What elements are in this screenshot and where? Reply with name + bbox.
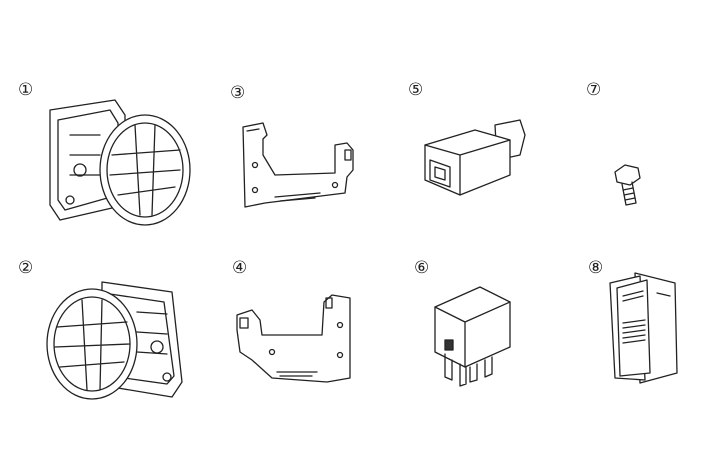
part-label-1: ① — [18, 80, 34, 100]
bracket-left-illustration — [236, 294, 351, 383]
bracket-right-illustration — [242, 122, 354, 208]
fog-lamp-left-illustration — [46, 281, 183, 400]
part-label-4: ④ — [232, 258, 248, 278]
part-label-8: ⑧ — [588, 258, 604, 278]
part-label-2: ② — [18, 258, 34, 278]
part-label-6: ⑥ — [414, 258, 430, 278]
part-label-3: ③ — [230, 83, 246, 103]
part-label-5: ⑤ — [408, 80, 424, 100]
relay-illustration — [434, 286, 511, 387]
switch-illustration — [424, 119, 526, 196]
part-label-7: ⑦ — [586, 80, 602, 100]
bolt-illustration — [614, 164, 641, 206]
fog-lamp-right-illustration — [49, 99, 191, 226]
instruction-manual-illustration — [609, 272, 678, 384]
